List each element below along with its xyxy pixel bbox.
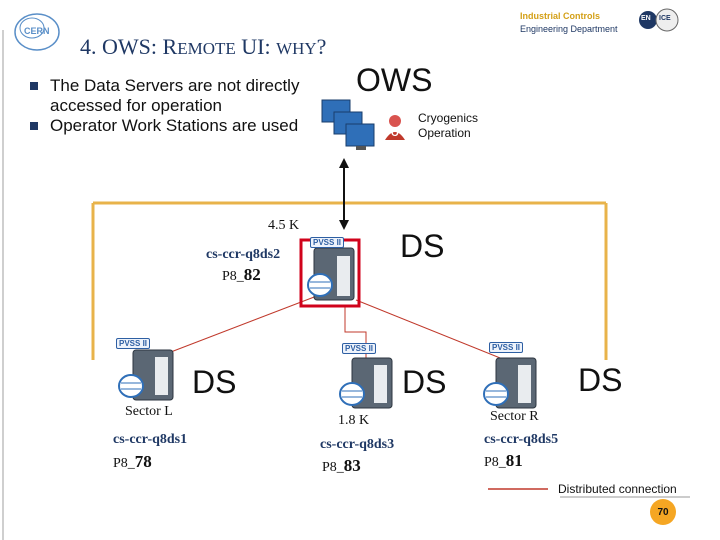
- right-host-label: cs-ccr-q8ds5: [484, 432, 559, 447]
- right-ds-label: DS: [578, 362, 623, 398]
- central-port-label: P8_82: [222, 265, 261, 284]
- middle-server-icon: [339, 357, 393, 409]
- arrow-down: [339, 220, 349, 230]
- middle-temperature-label: 1.8 K: [338, 413, 370, 428]
- cern-logo-text: CERN: [24, 26, 50, 36]
- right-sector-label: Sector R: [490, 409, 539, 424]
- right-pvss-badge: PVSS II: [489, 342, 524, 353]
- header-department-line1: Industrial Controls: [520, 11, 601, 21]
- bullet-list: The Data Servers are not directly access…: [28, 76, 313, 136]
- middle-pvss-badge: PVSS II: [342, 343, 377, 354]
- central-temperature-label: 4.5 K: [268, 218, 300, 233]
- header-department-line2: Engineering Department: [520, 24, 618, 34]
- page-number: 70: [657, 507, 669, 518]
- central-host-label: cs-ccr-q8ds2: [206, 247, 281, 262]
- en-logo-text: EN: [641, 15, 651, 22]
- left-server-icon: [118, 349, 174, 401]
- central-ds-label: DS: [400, 228, 445, 264]
- arrow-up: [339, 158, 349, 168]
- bullet-item: The Data Servers are not directly access…: [28, 76, 313, 116]
- ice-logo-text: ICE: [659, 15, 671, 22]
- cern-logo: [14, 13, 60, 51]
- operator-icon: [385, 115, 405, 140]
- central-server-icon: [307, 247, 355, 301]
- legend-distributed-connection: Distributed connection: [558, 482, 677, 496]
- slide-title: 4. OWS: REMOTE UI: WHY?: [80, 34, 327, 59]
- page-number-icon: [650, 499, 676, 525]
- middle-host-label: cs-ccr-q8ds3: [320, 437, 395, 452]
- operator-letter: O: [391, 128, 399, 139]
- left-port-label: P8_78: [113, 452, 152, 471]
- left-pvss-badge: PVSS II: [116, 338, 151, 349]
- dist-link-right: [355, 299, 511, 363]
- right-port-label: P8_81: [484, 451, 523, 470]
- left-ds-label: DS: [192, 364, 237, 400]
- central-pvss-badge: PVSS II: [310, 237, 345, 248]
- dist-link-left: [149, 293, 323, 361]
- bullet-item: Operator Work Stations are used: [28, 116, 313, 136]
- ows-label: OWS: [356, 62, 433, 98]
- left-sector-label: Sector L: [125, 404, 173, 419]
- ows-computers-icon: [321, 99, 375, 150]
- cryogenics-operation-label: Cryogenics Operation: [418, 111, 479, 140]
- left-host-label: cs-ccr-q8ds1: [113, 432, 188, 447]
- middle-ds-label: DS: [402, 364, 447, 400]
- right-server-icon: [483, 357, 537, 409]
- en-ice-logo: [639, 8, 679, 32]
- middle-port-label: P8_83: [322, 456, 361, 475]
